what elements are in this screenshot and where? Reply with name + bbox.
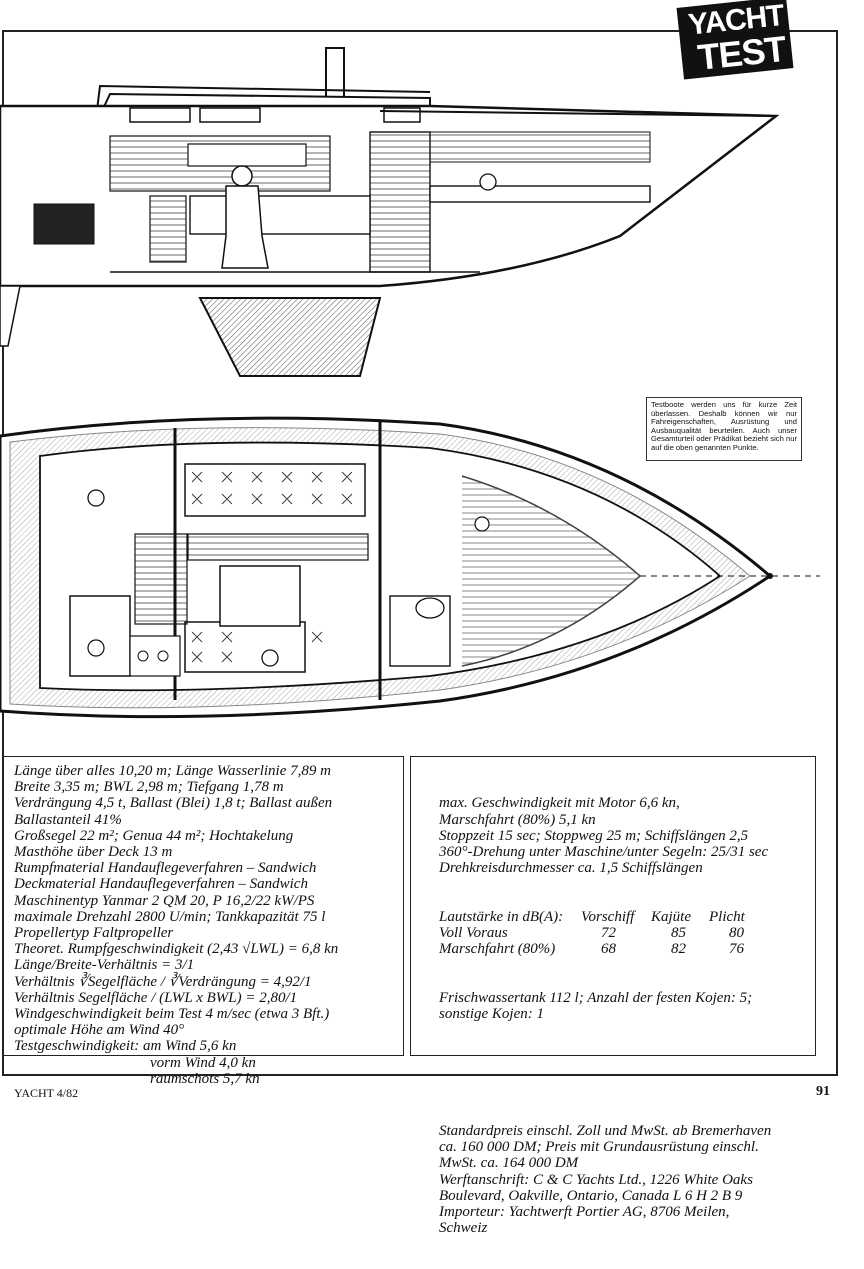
noise-table-cell: 72 xyxy=(601,925,616,942)
page-number: 91 xyxy=(816,1084,830,1099)
noise-table: Lautstärke in dB(A): Vorschiff Kajüte Plich… xyxy=(439,909,811,958)
yacht-drawing xyxy=(0,47,820,719)
spec-line: 360°-Drehung unter Maschine/unter Segeln… xyxy=(439,844,769,861)
spec-line: Ballastanteil 41% xyxy=(14,811,122,828)
noise-table-cell: 85 xyxy=(671,925,686,942)
noise-table-cell: 80 xyxy=(729,925,744,942)
spec-line: sonstige Kojen: 1 xyxy=(439,1006,544,1023)
spec-line: Großsegel 22 m²; Genua 44 m²; Hochtakelu… xyxy=(14,827,294,844)
spec-line: Frischwassertank 112 l; Anzahl der feste… xyxy=(439,989,753,1006)
noise-table-header: Plicht xyxy=(709,908,745,925)
spec-line: Verdrängung 4,5 t, Ballast (Blei) 1,8 t;… xyxy=(14,795,333,812)
spec-line: raumschots 5,7 kn xyxy=(150,1070,260,1087)
spec-line: optimale Höhe am Wind 40° xyxy=(14,1022,185,1039)
spec-line: Marschfahrt (80%) 5,1 kn xyxy=(439,811,596,828)
footer-issue: YACHT 4/82 xyxy=(14,1086,79,1100)
spec-line: Maschinentyp Yanmar 2 QM 20, P 16,2/22 k… xyxy=(14,892,315,909)
noise-table-header: Vorschiff xyxy=(581,908,635,925)
spec-line: vorm Wind 4,0 kn xyxy=(150,1054,256,1071)
noise-table-cell: Marschfahrt (80%) xyxy=(439,941,556,958)
spec-line: Deckmaterial Handauflegeverfahren – Sand… xyxy=(14,876,308,893)
noise-table-cell: 76 xyxy=(729,941,744,958)
noise-table-header: Lautstärke in dB(A): xyxy=(439,908,564,925)
spec-line: Boulevard, Oakville, Ontario, Canada L 6… xyxy=(439,1187,743,1204)
spec-line: Importeur: Yachtwerft Portier AG, 8706 M… xyxy=(439,1204,730,1221)
spec-line: Stoppzeit 15 sec; Stoppweg 25 m; Schiffs… xyxy=(439,827,749,844)
spec-line: Theoret. Rumpfgeschwindigkeit (2,43 √LWL… xyxy=(14,941,339,958)
spec-line: Drehkreisdurchmesser ca. 1,5 Schiffsläng… xyxy=(439,860,703,877)
specs-left-list: Länge über alles 10,20 m; Länge Wasserli… xyxy=(4,757,403,1087)
spec-line: Werftanschrift: C & C Yachts Ltd., 1226 … xyxy=(439,1171,753,1188)
spec-line: Schweiz xyxy=(439,1220,488,1237)
specs-right-list: max. Geschwindigkeit mit Motor 6,6 kn,Ma… xyxy=(411,757,815,1269)
spec-line: MwSt. ca. 164 000 DM xyxy=(439,1155,579,1172)
noise-table-cell: 68 xyxy=(601,941,616,958)
spec-line: Propellertyp Faltpropeller xyxy=(14,925,174,942)
plan-view-drawing xyxy=(0,416,820,719)
spec-line: Windgeschwindigkeit beim Test 4 m/sec (e… xyxy=(14,1006,330,1023)
spec-line: max. Geschwindigkeit mit Motor 6,6 kn, xyxy=(439,795,680,812)
spec-line: Testgeschwindigkeit: am Wind 5,6 kn xyxy=(14,1038,237,1055)
spec-line: Länge über alles 10,20 m; Länge Wasserli… xyxy=(14,763,331,779)
spec-line: Breite 3,35 m; BWL 2,98 m; Tiefgang 1,78… xyxy=(14,779,284,796)
specs-right-panel: max. Geschwindigkeit mit Motor 6,6 kn,Ma… xyxy=(410,756,816,1236)
side-profile-drawing xyxy=(0,47,780,377)
spec-line: Verhältnis ∛Segelfläche / ∛Verdrängung =… xyxy=(14,973,312,990)
spec-line: Verhältnis Segelfläche / (LWL x BWL) = 2… xyxy=(14,989,298,1006)
noise-table-header: Kajüte xyxy=(651,908,691,925)
spec-line: maximale Drehzahl 2800 U/min; Tankkapazi… xyxy=(14,908,326,925)
spec-line: Masthöhe über Deck 13 m xyxy=(14,844,173,861)
spec-line: Standardpreis einschl. Zoll und MwSt. ab… xyxy=(439,1123,772,1140)
spec-line: Länge/Breite-Verhältnis = 3/1 xyxy=(14,957,195,974)
specs-left-panel: Länge über alles 10,20 m; Länge Wasserli… xyxy=(4,756,404,1087)
noise-table-cell: Voll Voraus xyxy=(439,925,508,942)
test-notice: Testboote werden uns für kurze Zeit über… xyxy=(646,397,802,461)
spec-line: ca. 160 000 DM; Preis mit Grundausrüstun… xyxy=(439,1139,759,1156)
spec-line: Rumpfmaterial Handauflegeverfahren – San… xyxy=(14,860,317,877)
noise-table-cell: 82 xyxy=(671,941,686,958)
